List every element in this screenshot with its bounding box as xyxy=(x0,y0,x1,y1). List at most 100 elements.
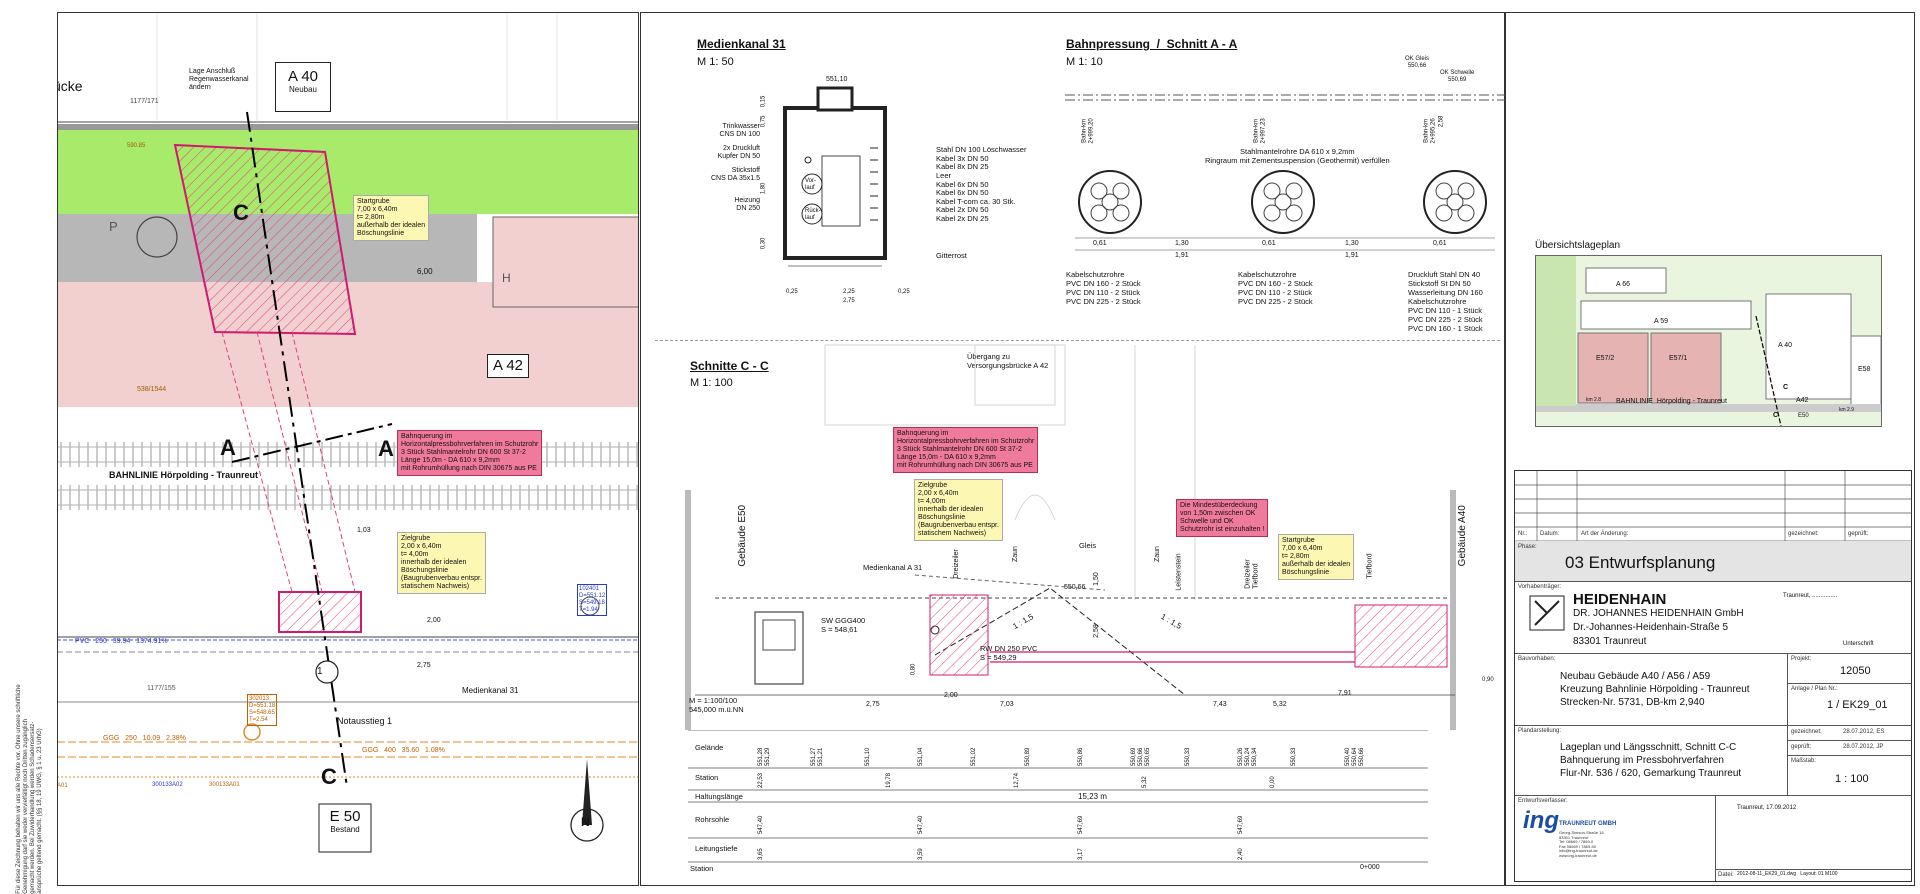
ing-name: TRAUNREUT GMBH xyxy=(1559,821,1617,827)
dim-left-1: 0,15 xyxy=(760,95,767,108)
label-dreizeiler-1: Dreizeiler xyxy=(952,549,960,579)
label-ruecklauf: Rück- lauf xyxy=(805,208,821,221)
bauvorhaben-row: Bauvorhaben: Neubau Gebäude A40 / A56 / … xyxy=(1515,653,1911,726)
gelaende-value: 551,27 551,21 xyxy=(811,747,825,766)
bahn-dim-4: 1,30 xyxy=(1345,240,1359,247)
inner-pipe xyxy=(1263,204,1281,222)
rev-datum-label: Datum: xyxy=(1540,531,1560,537)
vorhabentraeger-label: Vorhabenträger: xyxy=(1518,584,1562,590)
ing-logo-icon: ing xyxy=(1523,807,1559,834)
gelaende-value: 550,86 xyxy=(1078,747,1084,766)
pipe-label-2: Kabelschutzrohre PVC DN 160 - 2 Stück PV… xyxy=(1238,270,1313,306)
note-cc-zielgrube: Zielgrube 2,00 x 6,40m t= 4,00m innerhal… xyxy=(914,479,1003,542)
label-c-top: C xyxy=(233,200,249,225)
plandarstellung-row: Plandarstellung: Lageplan und Längsschni… xyxy=(1515,725,1911,796)
stahl-note: Stahlmantelrohre DA 610 x 9,2mm Ringraum… xyxy=(1205,147,1390,165)
row-station-bottom: Station xyxy=(690,864,714,873)
dim-cc-1: 2,75 xyxy=(866,701,880,708)
gelaende-value: 550,33 xyxy=(1184,747,1191,766)
label-vorlauf: Vor- lauf xyxy=(805,178,817,191)
building-a42-box: A 42 xyxy=(487,354,529,378)
gelaende-value: 550,69 550,66 550,65 xyxy=(1131,747,1152,766)
gelaende-value: 550,40 550,64 550,66 xyxy=(1344,747,1365,766)
label-notausstieg: Notausstieg 1 xyxy=(337,716,393,726)
label-h: H xyxy=(502,271,511,285)
label-heizung: Heizung DN 250 xyxy=(734,197,760,213)
label-zaun-1: Zaun xyxy=(1011,546,1019,563)
geprueft-value: 28.07.2012, JP xyxy=(1843,744,1884,750)
medienkanal-title: Medienkanal 31 xyxy=(697,37,786,51)
bahnpressung-title: Bahnpressung / Schnitt A - A xyxy=(1066,37,1238,51)
row-gelaende: Gelände xyxy=(695,743,724,752)
steel-casing-pipe xyxy=(1423,170,1487,234)
dim-275: 2,75 xyxy=(417,662,431,669)
company-name: HEIDENHAIN xyxy=(1573,591,1667,608)
inner-pipe xyxy=(1435,204,1453,222)
site-plan-panel: ücke Lage Anschluß Regenwasserkanal ände… xyxy=(57,12,639,886)
bahnkm-3: Bahn-km 2+995,26 xyxy=(1423,118,1437,144)
dim-left-2: 0,75 xyxy=(760,115,767,128)
row-station: Station xyxy=(695,773,719,782)
vorhabentraeger-row: Vorhabenträger: HEIDENHAIN DR. JOHANNES … xyxy=(1515,581,1911,654)
rev-gezeichnet-label: gezeichnet: xyxy=(1788,531,1819,537)
medienkanal-drawing xyxy=(783,86,887,267)
dim-258-cc: 2,58 xyxy=(1092,624,1100,638)
leitungstiefe-value: 2,40 xyxy=(1238,848,1244,860)
label-lage-anschluss: Lage Anschluß Regenwasserkanal ändern xyxy=(189,68,249,92)
station-value: 22,53 xyxy=(758,772,764,788)
note-zielgrube: Zielgrube 2,00 x 6,40m t= 4,00m innerhal… xyxy=(397,532,486,595)
dim-left-3: 1,80 xyxy=(760,182,767,195)
datei-value: 2012-08-11_EK29_01.dwg Layout: 01 M100 xyxy=(1737,871,1838,877)
bauvorhaben-label: Bauvorhaben: xyxy=(1518,656,1556,662)
label-kabel-3x50: Kabel 3x DN 50 xyxy=(936,153,989,163)
dim-cc-3: 7,03 xyxy=(1000,701,1014,708)
inner-pipe xyxy=(1457,204,1475,222)
note-startgrube: Startgrube 7,00 x 6,40m t= 2,80m außerha… xyxy=(353,195,430,242)
inner-pipe xyxy=(1457,182,1475,200)
inner-pipe xyxy=(1112,182,1130,200)
gelaende-value: 551,28 551,29 xyxy=(758,747,771,766)
box-orange-302013: 302013 D=551.18 S=548.65 T=2.54 xyxy=(247,694,278,726)
ing-address: Georg-Simson-Straße 16 83301 Traunreut T… xyxy=(1559,830,1604,858)
row-haltungslaenge: Haltungslänge xyxy=(695,792,743,801)
projekt-label: Projekt: xyxy=(1791,656,1812,662)
ov-km1: km 2.8 xyxy=(1586,397,1602,403)
ov-e572: E57/2 xyxy=(1596,355,1615,362)
schnitt-cc-drawing xyxy=(685,344,1456,730)
label-neubau: Neubau xyxy=(288,85,318,95)
label-kabel-6x50a: Kabel 6x DN 50 xyxy=(936,179,989,189)
label-gleis: Gleis xyxy=(1079,541,1097,550)
building-e50-box: E 50 Bestand xyxy=(319,804,371,852)
bahn-dim-1: 0,61 xyxy=(1093,240,1107,247)
dim-left-4: 0,30 xyxy=(760,237,767,250)
bahn-dim-5: 0,61 xyxy=(1433,240,1447,247)
label-level-55066: 550,66 xyxy=(1064,584,1086,591)
site-plan-drawing xyxy=(57,12,639,853)
steel-casing-pipe xyxy=(1251,170,1315,234)
label-p: P xyxy=(109,219,118,234)
label-kabel-8x25: Kabel 8x DN 25 xyxy=(936,162,989,172)
rohrsohle-value: 547,40 xyxy=(918,815,924,834)
inner-pipe xyxy=(1274,193,1292,211)
anlage-label: Anlage / Plan Nr.: xyxy=(1791,686,1838,692)
bahnpressung-scale: M 1: 10 xyxy=(1066,56,1103,68)
ov-km2: km 2.9 xyxy=(1839,407,1855,413)
north-arrow-icon: N xyxy=(581,815,590,829)
ov-c-bottom: C xyxy=(1773,412,1779,419)
station-value: 5,32 xyxy=(1142,776,1148,788)
label-stahl-loeschwasser: Stahl DN 100 Löschwasser xyxy=(936,145,1027,154)
inner-pipe xyxy=(1446,193,1464,211)
label-a-right: A xyxy=(378,436,394,461)
dim-200: 2,00 xyxy=(427,617,441,624)
station-value: 19,78 xyxy=(886,772,892,788)
station-value: 12,74 xyxy=(1014,772,1020,788)
label-c-bottom: C xyxy=(321,764,337,789)
row-rohrsohle: Rohrsohle xyxy=(695,815,730,824)
label-ggg: GGG 250 10.09 2.38% xyxy=(103,735,186,742)
dim-bottom-1: 0,25 xyxy=(786,289,798,295)
label-medienkanal-a31: Medienkanal A 31 xyxy=(863,563,923,572)
gelaende-value: 550,33 xyxy=(1291,747,1298,766)
label-code-c: A01 xyxy=(57,783,68,789)
dim-258-bahn: 2,58 xyxy=(1438,115,1445,128)
label-kabel-6x50b: Kabel 6x DN 50 xyxy=(936,188,989,198)
